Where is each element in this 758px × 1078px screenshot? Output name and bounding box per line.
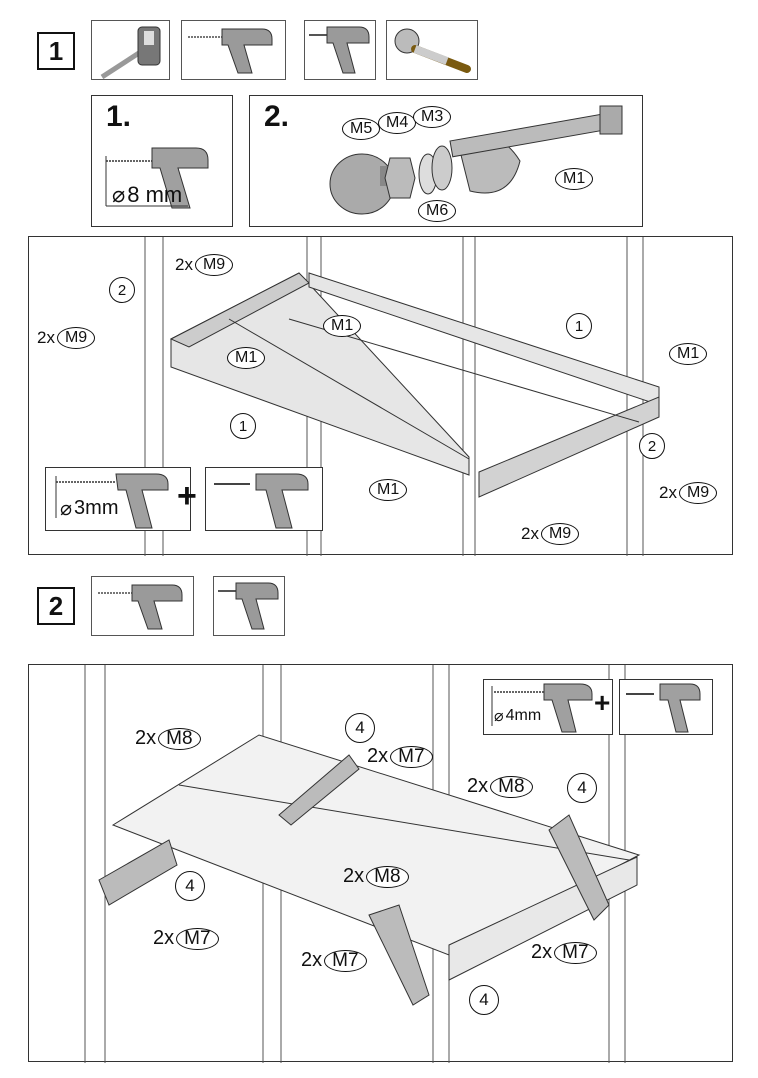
bolt-assembly-diagram <box>329 105 623 215</box>
tape-measure-thumb <box>91 20 170 80</box>
step-number-1: 1 <box>37 32 75 70</box>
part-4-label-c: 4 <box>175 871 205 901</box>
substep-1-label: 1. <box>106 100 132 133</box>
screw-driver-box-2 <box>619 679 713 735</box>
drill-3mm-label: ⌀3mm <box>60 497 119 520</box>
drill-size-value: 8 mm <box>127 182 183 207</box>
screwdriver-icon <box>626 683 701 733</box>
screw-driver-box <box>205 467 323 531</box>
drill-icon <box>98 584 183 630</box>
part-label-m3: M3 <box>413 106 452 128</box>
screwdriver-icon <box>309 26 370 74</box>
plus-sign-2: + <box>594 687 611 718</box>
plus-sign: + <box>177 477 197 515</box>
drill-icon <box>491 683 593 733</box>
tape-measure-icon <box>100 26 161 80</box>
part-1-label-a: 1 <box>230 413 256 439</box>
part-2-label-a: 2 <box>109 277 135 303</box>
part-4-label-b: 4 <box>567 773 597 803</box>
callout-m1-b: M1 <box>227 347 266 369</box>
ratchet-wrench-icon <box>394 28 471 73</box>
part-1-label-b: 1 <box>566 313 592 339</box>
substep-1-panel: 1. ⌀8 mm <box>91 95 233 227</box>
drill-icon <box>55 473 169 529</box>
drill-thumb-2 <box>91 576 194 636</box>
screwdriver-icon <box>218 582 279 630</box>
drill-size-label: ⌀8 mm <box>112 182 182 208</box>
drill-icon <box>188 28 273 74</box>
drill-4mm-box: ⌀4mm <box>483 679 613 735</box>
callout-m1-d: M1 <box>369 479 408 501</box>
diameter-symbol: ⌀ <box>112 182 126 207</box>
frame-assembly-drawing <box>144 237 660 556</box>
part-4-label-d: 4 <box>469 985 499 1015</box>
part-label-m1: M1 <box>555 168 594 190</box>
part-2-label-b: 2 <box>639 433 665 459</box>
screwdriver-icon <box>214 473 309 529</box>
shelf-support-drawing <box>84 665 641 1063</box>
drill-icon <box>105 147 209 209</box>
substep-2-label: 2. <box>264 100 290 133</box>
screwdriver-thumb-2 <box>213 576 285 636</box>
callout-m1-c: M1 <box>669 343 708 365</box>
ratchet-thumb <box>386 20 478 80</box>
drill-3mm-box: ⌀3mm <box>45 467 191 531</box>
drill-4mm-label: ⌀4mm <box>494 707 542 725</box>
step-number-2: 2 <box>37 587 75 625</box>
screwdriver-thumb <box>304 20 376 80</box>
part-label-m4: M4 <box>378 112 417 134</box>
part-label-m6: M6 <box>418 200 457 222</box>
callout-m1-a: M1 <box>323 315 362 337</box>
part-label-m5: M5 <box>342 118 381 140</box>
part-4-label-a: 4 <box>345 713 375 743</box>
drill-thumb-1 <box>181 20 286 80</box>
substep-2-panel: 2. M5 M4 M3 M1 M6 <box>249 95 643 227</box>
